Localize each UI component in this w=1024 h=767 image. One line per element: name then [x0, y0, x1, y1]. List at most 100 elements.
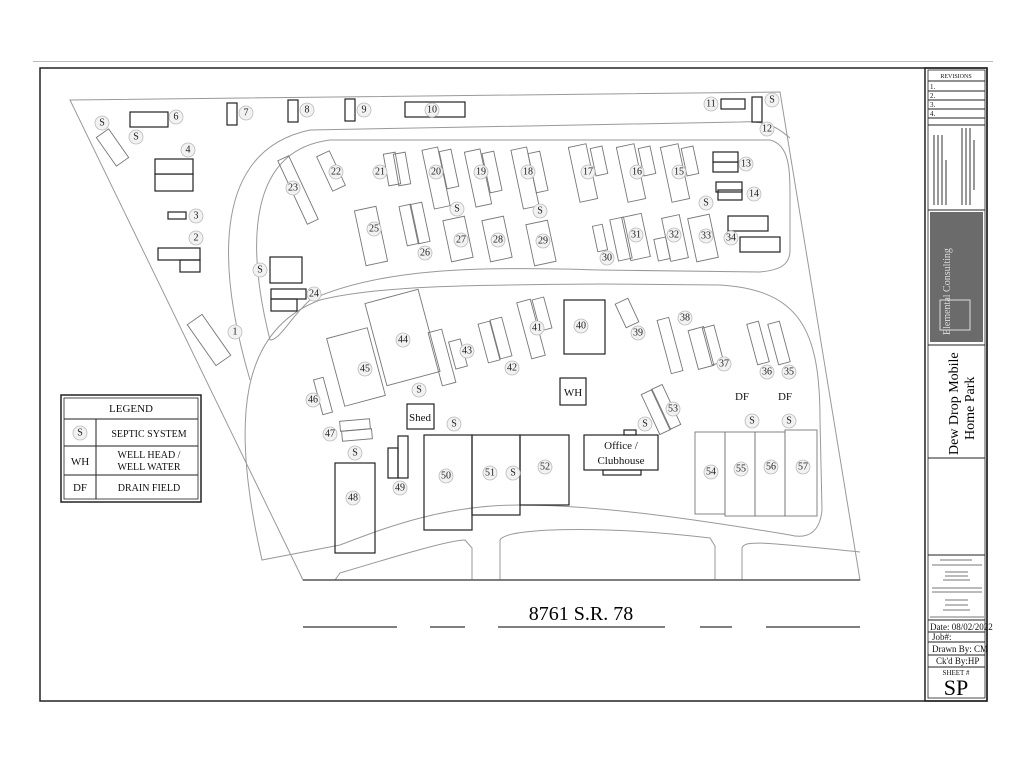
lot-number-tag: 55 [733, 461, 749, 477]
building-outline [680, 145, 700, 177]
lot-number-tag-text: 19 [476, 167, 486, 178]
building-outline [687, 213, 719, 263]
lot-number-tag-text: 53 [668, 404, 678, 415]
septic-marker-text: S [749, 416, 755, 427]
building-outline [179, 259, 201, 273]
building-outline [157, 247, 201, 261]
lot-number-tag-text: 12 [762, 124, 772, 135]
lot-number-tag: 50 [438, 468, 454, 484]
building-outline [519, 434, 570, 506]
building-outline [392, 151, 412, 187]
lot-number-tag: 34 [723, 230, 739, 246]
lot-number-tag: 4 [180, 142, 196, 158]
lot-number-tag-text: 48 [348, 493, 358, 504]
lot-number-tag-text: 57 [798, 462, 808, 473]
building-outline [746, 320, 770, 366]
lot-number-tag-text: 30 [602, 253, 612, 264]
septic-marker-text: S [257, 265, 263, 276]
lot-number-tag-text: 16 [632, 167, 642, 178]
septic-marker-text: S [454, 204, 460, 215]
shed-building [406, 403, 435, 430]
fine-print-notes [933, 128, 975, 205]
lot-number-tag: 30 [599, 250, 615, 266]
lot-number-tag-text: 52 [540, 462, 550, 473]
revision-4: 4. [930, 110, 936, 118]
lot-number-tag: 54 [703, 464, 719, 480]
septic-marker-text: S [416, 385, 422, 396]
lot-number-tag-text: 55 [736, 464, 746, 475]
road-entry-center [499, 529, 716, 580]
building-outline [427, 328, 457, 387]
lot-number-tag: 2 [188, 230, 204, 246]
building-outline [226, 102, 238, 126]
lot-number-tag: 47 [322, 426, 338, 442]
lot-number-tag: 46 [305, 392, 321, 408]
lot-number-tag-text: 34 [726, 233, 736, 244]
legend: LEGEND S SEPTIC SYSTEM WH WELL HEAD / WE… [60, 394, 202, 503]
building-outline [739, 236, 781, 253]
building-outline [489, 316, 513, 360]
lot-number-tag-text: 29 [538, 236, 548, 247]
lot-number-tag-text: 20 [431, 167, 441, 178]
septic-marker: S [637, 416, 653, 432]
lot-number-tag-text: 1 [233, 327, 238, 338]
lot-number-tag: 33 [698, 228, 714, 244]
lot-number-tag: 16 [629, 164, 645, 180]
septic-marker: S [128, 129, 144, 145]
lot-number-tag-text: 49 [395, 483, 405, 494]
office-label-1: Office / [604, 440, 639, 452]
building-outline [270, 288, 307, 300]
lot-number-tag-text: 17 [583, 167, 593, 178]
septic-marker: S [532, 203, 548, 219]
septic-marker: S [764, 92, 780, 108]
septic-marker: S [252, 262, 268, 278]
building-outline [614, 297, 640, 329]
lot-number-tag: 45 [357, 361, 373, 377]
lot-number-tag-text: 31 [631, 230, 641, 241]
lot-number-tag-text: 41 [532, 323, 542, 334]
legend-septic-label: SEPTIC SYSTEM [111, 429, 186, 440]
building-outline [589, 145, 609, 177]
lot-number-tag-text: 56 [766, 462, 776, 473]
building-outline [409, 201, 431, 245]
legend-wellhead-label-1: WELL HEAD / [118, 450, 181, 461]
shed-label: Shed [409, 412, 432, 424]
lot-number-tag: 8 [299, 102, 315, 118]
legend-wellhead-label-2: WELL WATER [117, 462, 180, 473]
lot-number-tag-text: 26 [420, 248, 430, 259]
lot-number-tag-text: 14 [749, 189, 759, 200]
septic-marker-text: S [703, 198, 709, 209]
legend-drainfield-symbol: DF [73, 482, 87, 494]
septic-marker-text: S [451, 419, 457, 430]
building-outline [784, 429, 818, 517]
lot-number-tag-text: 18 [523, 167, 533, 178]
building-outline [640, 388, 672, 436]
lot-number-tag: 24 [306, 286, 322, 302]
lot-number-tag: 41 [529, 320, 545, 336]
well-head-label: WH [564, 387, 582, 399]
lot-number-tag: 26 [417, 245, 433, 261]
building-outline [353, 205, 389, 267]
lot-number-tag: 20 [428, 164, 444, 180]
lot-number-tag: 9 [356, 102, 372, 118]
lot-number-tag-text: 35 [784, 367, 794, 378]
lot-number-tag-text: 3 [194, 211, 199, 222]
lot-number-tag: 44 [395, 332, 411, 348]
lot-number-tag-text: 28 [493, 235, 503, 246]
project-title-1: Dew Drop Mobile [947, 352, 962, 455]
building-outline [344, 98, 356, 122]
revision-2: 2. [930, 92, 936, 100]
building-outline [341, 428, 373, 442]
lot-number-tag-text: 51 [485, 468, 495, 479]
building-outline [687, 326, 715, 370]
revision-3: 3. [930, 101, 936, 109]
building-outline [621, 212, 651, 262]
road-inner-block-north [256, 139, 791, 341]
lot-number-tag-text: 42 [507, 363, 517, 374]
lot-number-tag-text: 36 [762, 367, 772, 378]
septic-marker-text: S [352, 448, 358, 459]
building-outline [525, 219, 557, 267]
lot-number-tag-text: 15 [674, 167, 684, 178]
lot-number-tag: 36 [759, 364, 775, 380]
lot-number-tag-text: 47 [325, 429, 335, 440]
